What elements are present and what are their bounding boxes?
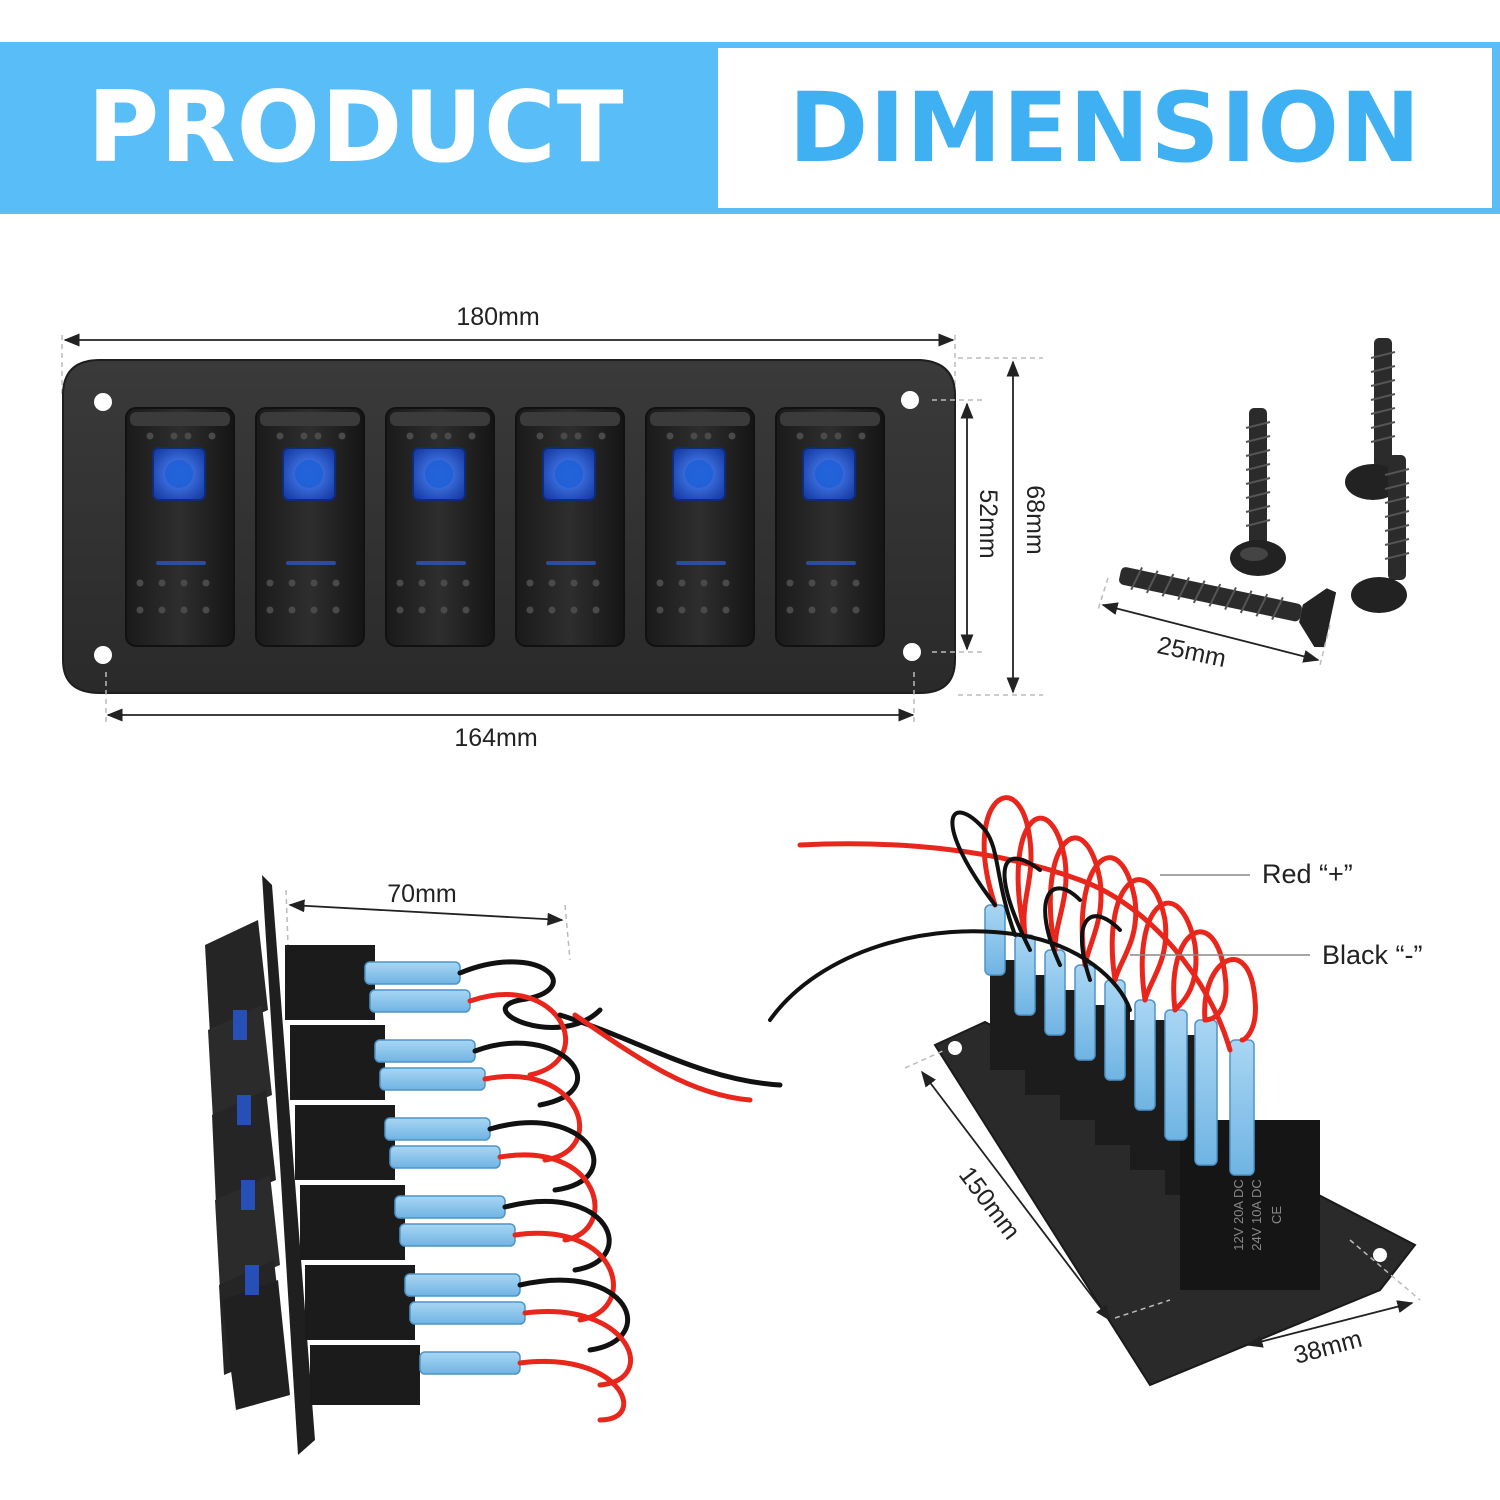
ce-mark: CE	[1269, 1206, 1284, 1224]
side-rocker-stack	[205, 920, 290, 1410]
svg-text:24V 10A DC: 24V 10A DC	[1249, 1179, 1264, 1251]
screw-icon	[1119, 566, 1337, 648]
screws-view: 25mm	[1097, 338, 1410, 673]
screw-length-dimension-line	[1101, 602, 1320, 663]
rocker-switch-row	[125, 407, 885, 647]
back-black-wires	[768, 810, 1132, 1022]
rocker-switch	[125, 407, 235, 647]
front-panel-view: 180mm 164mm 68mm 52mm	[61, 303, 1049, 752]
side-wires	[457, 959, 783, 1423]
width-dimension-label: 180mm	[456, 303, 539, 331]
depth-dimension-line	[288, 899, 564, 926]
back-width-dimension-line	[1246, 1300, 1414, 1348]
mount-hole-icon	[901, 391, 919, 409]
black-negative-callout: Black “-”	[1322, 940, 1423, 970]
mount-hole-icon	[948, 1041, 962, 1055]
back-red-wires	[797, 795, 1258, 1053]
switch-rating-label: 12V 20A DC 24V 10A DC CE	[1231, 1179, 1284, 1251]
inner-height-dimension-label: 52mm	[974, 489, 1002, 558]
banner-title-product: PRODUCT	[87, 71, 625, 185]
banner-right-inner: DIMENSION	[718, 48, 1492, 208]
banner-right-panel: DIMENSION	[712, 42, 1500, 214]
back-connector-sleeves	[984, 904, 1255, 1176]
header-banner: PRODUCT DIMENSION	[0, 42, 1500, 214]
rocker-switch	[255, 407, 365, 647]
rocker-switch	[385, 407, 495, 647]
mount-hole-icon	[1373, 1248, 1387, 1262]
screw-icon	[1230, 408, 1286, 576]
screw-icon	[1351, 455, 1410, 613]
screw-icon	[1345, 338, 1401, 500]
mount-hole-icon	[903, 643, 921, 661]
mount-hole-icon	[94, 393, 112, 411]
back-length-dimension-label: 150mm	[953, 1161, 1026, 1244]
back-wiring-view: 12V 20A DC 24V 10A DC CE	[768, 795, 1423, 1387]
side-panel-plate	[262, 875, 315, 1455]
rocker-switch	[775, 407, 885, 647]
red-positive-callout: Red “+”	[1262, 859, 1353, 889]
connector-sleeves	[364, 961, 526, 1375]
svg-text:12V 20A DC: 12V 20A DC	[1231, 1179, 1246, 1251]
side-switch-bodies	[285, 945, 420, 1405]
rocker-switch	[515, 407, 625, 647]
banner-left-panel: PRODUCT	[0, 42, 712, 214]
hole-spacing-dimension-label: 164mm	[454, 724, 537, 752]
banner-title-dimension: DIMENSION	[788, 72, 1422, 184]
depth-dimension-label: 70mm	[387, 880, 456, 908]
height-dimension-label: 68mm	[1021, 485, 1049, 554]
mount-hole-icon	[94, 646, 112, 664]
back-length-dimension-line	[921, 1070, 1111, 1322]
rocker-switch	[645, 407, 755, 647]
side-wiring-view: 70mm	[205, 875, 783, 1455]
screw-length-dimension-label: 25mm	[1155, 631, 1229, 673]
